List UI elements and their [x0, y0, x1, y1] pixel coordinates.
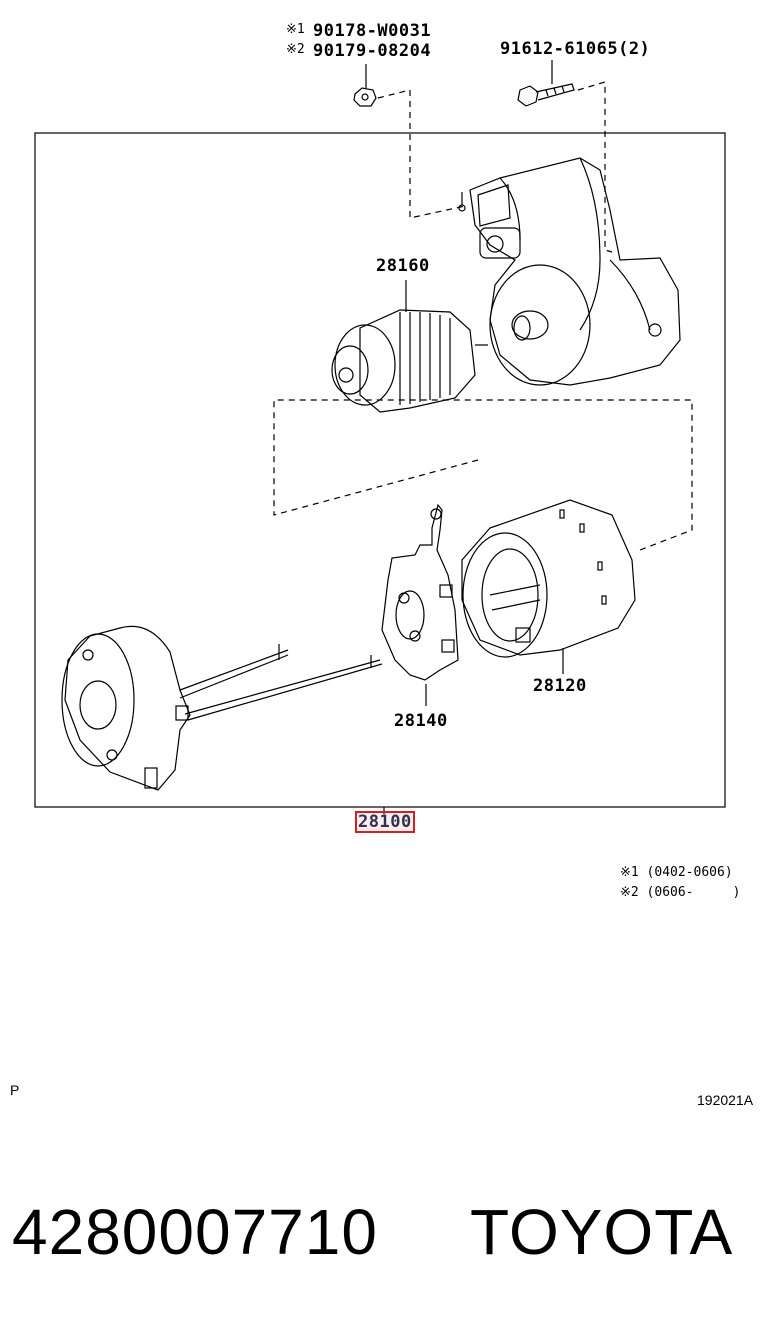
end-frame — [61, 625, 383, 791]
bolt-part-number-2[interactable]: 90179-08204 — [313, 41, 432, 61]
figure-code: 192021A — [697, 1092, 754, 1108]
note1-mark-bolt: ※1 — [286, 22, 305, 37]
part-28120 — [461, 499, 636, 674]
part-28160 — [331, 280, 488, 413]
part-label-28140[interactable]: 28140 — [394, 711, 448, 731]
part-28140 — [381, 503, 459, 706]
diagram-frame — [34, 132, 726, 808]
screw-part-number[interactable]: 91612-61065(2) — [500, 39, 651, 59]
nut-part — [353, 87, 377, 107]
part-number-title: 4280007710 — [12, 1196, 378, 1268]
part-label-28100-highlighted[interactable]: 28100 — [355, 811, 415, 833]
note2-mark-bolt: ※2 — [286, 42, 305, 57]
footnote-1: ※1 (0402-0606) — [620, 865, 733, 880]
bolt-part-number-1[interactable]: 90178-W0031 — [313, 21, 432, 41]
solenoid-assembly — [458, 157, 681, 386]
screw-part — [517, 83, 575, 107]
footnote-2: ※2 (0606- ) — [620, 885, 741, 900]
brand-title: TOYOTA — [470, 1196, 734, 1268]
part-label-28120[interactable]: 28120 — [533, 676, 587, 696]
part-label-28160[interactable]: 28160 — [376, 256, 430, 276]
page-marker: P — [10, 1082, 20, 1098]
